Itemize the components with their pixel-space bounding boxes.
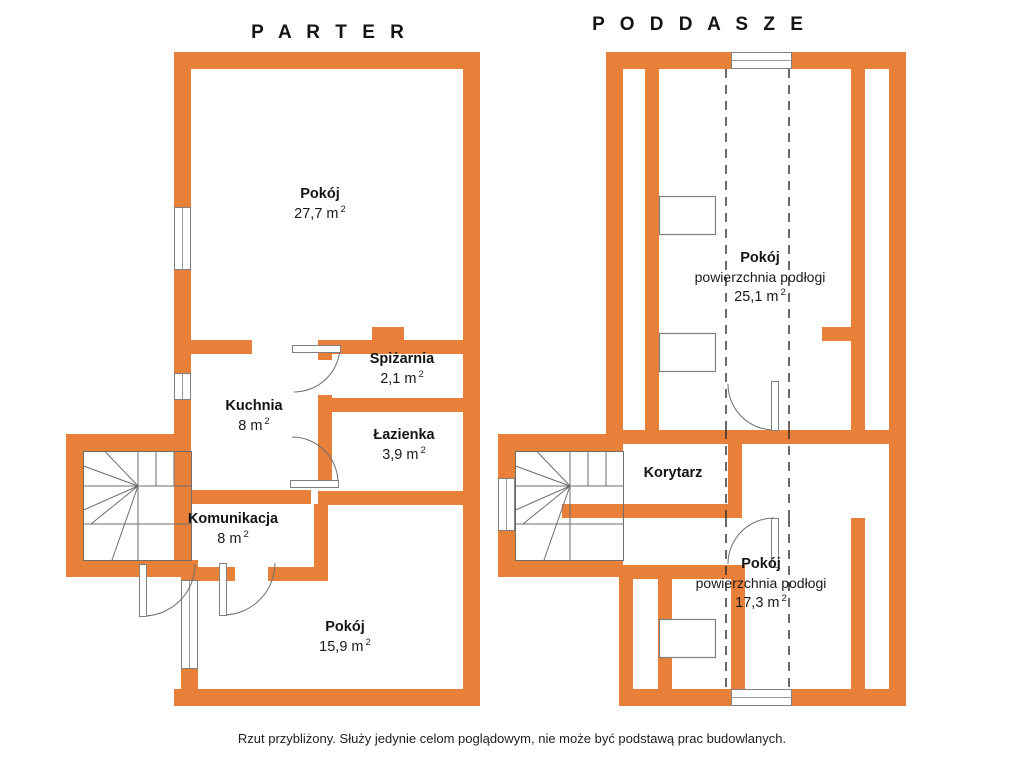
disclaimer-footnote: Rzut przybliżony. Służy jedynie celom po… xyxy=(237,731,787,746)
square-unit-superscript: 2 xyxy=(340,204,346,216)
square-unit-superscript: 2 xyxy=(420,445,426,457)
room-name: Pokój xyxy=(300,186,340,202)
square-unit-superscript: 2 xyxy=(780,286,786,298)
plan-title-parter: P A R T E R xyxy=(251,22,409,43)
room-name: Łazienka xyxy=(373,427,435,443)
square-unit-superscript: 2 xyxy=(365,637,371,649)
room-subtitle: powierzchnia podłogi xyxy=(694,269,826,286)
room-name: Korytarz xyxy=(643,465,703,481)
plan-poddasze-geometry xyxy=(498,52,906,706)
room-label-korytarz: Korytarz xyxy=(644,464,703,483)
room-name: Pokój xyxy=(741,556,781,572)
square-unit-superscript: 2 xyxy=(243,529,249,541)
plan-title-poddasze: P O D D A S Z E xyxy=(592,14,808,35)
room-subtitle: powierzchnia podłogi xyxy=(695,575,827,592)
room-name: Pokój xyxy=(325,619,365,635)
square-unit-superscript: 2 xyxy=(781,592,787,604)
square-unit-superscript: 2 xyxy=(418,369,424,381)
room-name: Pokój xyxy=(740,250,780,266)
square-unit-superscript: 2 xyxy=(264,416,270,428)
room-name: Kuchnia xyxy=(225,398,283,414)
room-name: Komunikacja xyxy=(187,511,279,527)
plan-parter-geometry xyxy=(66,52,480,706)
room-name: Spiżarnia xyxy=(369,351,435,367)
